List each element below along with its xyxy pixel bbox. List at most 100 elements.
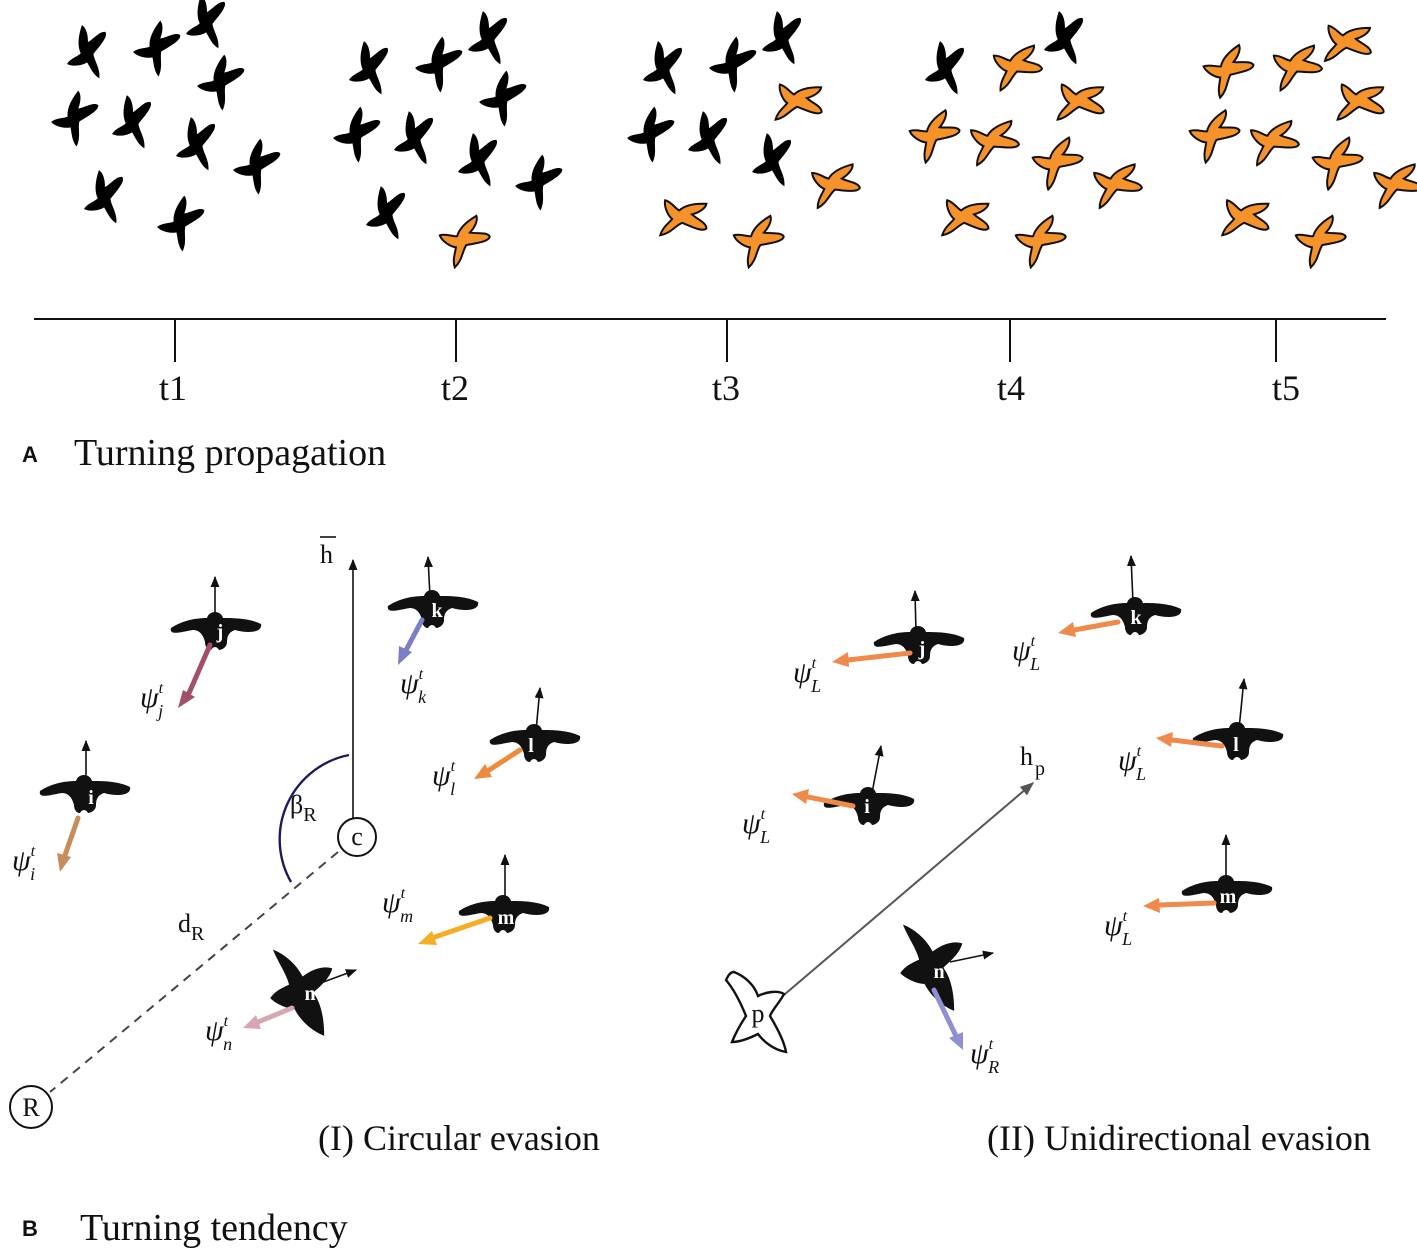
bird [1039,8,1090,69]
turned-bird [428,203,497,276]
psi-k-left-arrow [1071,619,1121,633]
svg-text:k: k [431,600,443,622]
panel-a-title: Turning propagation [74,432,386,474]
flock-snapshots [47,0,1417,276]
svg-text:i: i [864,796,870,818]
flock-t3 [623,8,869,276]
bird [475,66,529,130]
flock-t5 [1178,8,1417,276]
flock-t4 [898,8,1151,276]
tick-label-t1: t1 [159,368,187,408]
turned-bird [1284,203,1353,276]
turned-bird [1193,34,1260,106]
tick-label-t3: t3 [712,368,740,408]
turned-bird [979,29,1051,101]
bird [129,16,183,80]
bird [683,108,734,169]
turned-bird [1259,29,1331,101]
panel-b-title: Turning tendency [80,1207,348,1248]
predator-label: R [22,1093,40,1122]
bird [705,32,759,96]
turned-bird [1021,125,1090,198]
bird [463,8,514,69]
predator-heading-arrow [777,782,1035,1001]
turned-bird [1209,184,1279,249]
bird [344,38,395,99]
bird [361,183,412,244]
predator-silhouette: p [724,970,788,1054]
svg-text:j: j [216,621,224,643]
psi-l-left-arrow [1169,737,1225,749]
panel-a-turning-propagation: t1 t2 t3 t4 t5 A Turning propagation [22,0,1417,474]
psi-j-left-arrow [845,650,913,663]
turned-bird [1301,125,1370,198]
circular-evasion-caption: (I) Circular evasion [318,1118,600,1158]
predator-marker [9,1085,53,1129]
mean-heading-label: h [320,540,333,569]
bird [79,167,130,228]
predator-distance-line [49,851,339,1093]
svg-text:k: k [1130,607,1142,629]
bird [229,134,283,198]
bird [171,114,222,175]
flock-t2 [329,8,565,276]
turned-bird [898,98,967,171]
bird [181,0,232,53]
turned-bird [929,184,999,249]
tick-label-t5: t5 [1272,368,1300,408]
svg-text:l: l [1233,734,1239,756]
bird [411,32,465,96]
tick-label-t4: t4 [997,368,1025,408]
svg-text:j: j [918,638,926,660]
turned-bird [1079,148,1151,219]
turned-bird [761,68,832,133]
turned-bird [1178,98,1247,171]
flock-center-marker [337,817,377,857]
psi-i-arrow [61,815,81,861]
turned-bird [1359,148,1417,219]
psi-j-arrow [183,642,213,703]
psi-n-arrow [255,1005,295,1025]
svg-text:n: n [933,961,944,983]
panel-b-letter: B [22,1216,38,1241]
turned-bird [1004,203,1073,276]
svg-text:m: m [498,907,515,929]
bird [757,8,808,69]
turned-bird [1236,105,1308,176]
panel-a-letter: A [22,442,38,467]
turned-bird [797,148,869,219]
svg-text:n: n [304,983,315,1005]
bird [329,102,383,166]
turned-bird [956,105,1028,176]
turned-bird [1043,68,1114,133]
bird [623,102,677,166]
flock-center-label: c [351,822,363,851]
turned-bird [647,184,717,249]
turned-bird [1323,68,1394,133]
psi-n-right-arrow [931,987,959,1039]
beta-label: βR [290,790,317,826]
svg-text:i: i [88,787,94,809]
svg-text:m: m [1220,886,1237,908]
